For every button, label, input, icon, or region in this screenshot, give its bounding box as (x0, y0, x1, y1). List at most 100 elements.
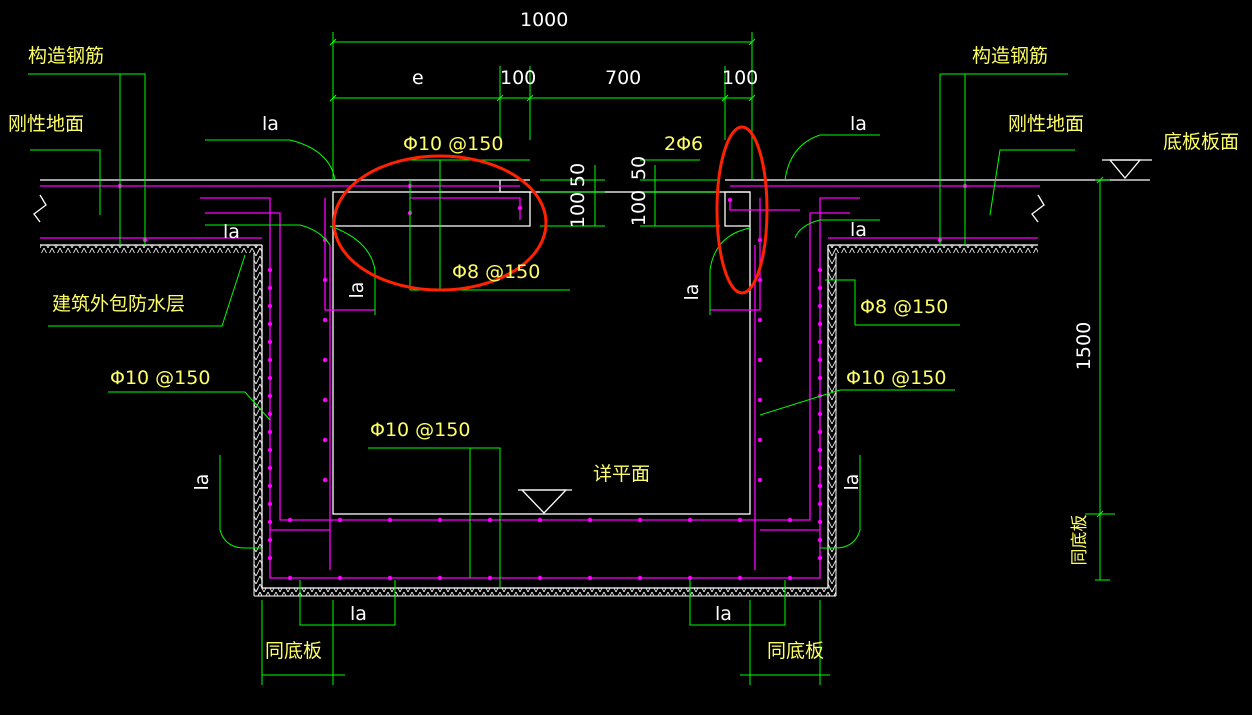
rebar-dots (117, 183, 968, 581)
rebar-dot (537, 517, 543, 523)
rebar-dot (267, 429, 273, 435)
rebar-dot (637, 575, 643, 581)
rebar-dot (267, 483, 273, 489)
rebar-dot (537, 575, 543, 581)
rebar-dot (817, 429, 823, 435)
rebar-dot (687, 517, 693, 523)
dim-left-100: 100 (567, 192, 589, 228)
waterproof-layer (40, 245, 1038, 597)
rebar-dot (757, 397, 763, 403)
rebar-dot (737, 575, 743, 581)
rebar-dot (687, 575, 693, 581)
rebar-dot (487, 517, 493, 523)
rebar-dot (817, 303, 823, 309)
dim-seg-100-right: 100 (722, 67, 758, 89)
rebar-dot (817, 339, 823, 345)
la-label: la (681, 284, 703, 301)
highlight-right (715, 125, 769, 295)
rebar-dot (817, 285, 823, 291)
label-same-slab-side: 同底板 (1070, 515, 1090, 566)
rebar-top-left: Φ10 @150 (403, 133, 503, 155)
rebar-dot (817, 501, 823, 507)
rebar-dot (757, 437, 763, 443)
highlight-left (332, 154, 548, 292)
rebar-right-wall: Φ10 @150 (846, 367, 946, 389)
dim-depth: 1500 (1073, 322, 1095, 370)
la-label: la (850, 219, 867, 241)
dim-seg-100-left: 100 (500, 67, 536, 89)
structure-outline (33, 159, 1152, 589)
rebar-dot (267, 285, 273, 291)
rebar-dot (817, 465, 823, 471)
label-rigid-ground-left: 刚性地面 (8, 113, 84, 135)
label-waterproof: 建筑外包防水层 (52, 293, 185, 315)
rebar-dot (817, 519, 823, 525)
label-slab-top: 底板板面 (1163, 131, 1239, 153)
rebar-dot (267, 465, 273, 471)
rebar-dot (267, 339, 273, 345)
label-plan-detail: 详平面 (593, 463, 650, 485)
rebar-dot (287, 517, 293, 523)
la-label: la (841, 474, 863, 491)
rebar-dot (817, 357, 823, 363)
rebar-dot (322, 317, 328, 323)
rebar-left-wall: Φ10 @150 (110, 367, 210, 389)
rebar-dot (817, 321, 823, 327)
label-structural-bars-right: 构造钢筋 (972, 45, 1048, 67)
rebar-dot (267, 375, 273, 381)
rebar-dot (387, 575, 393, 581)
rebar-dot (757, 357, 763, 363)
rebar-lines (40, 185, 1040, 579)
rebar-dot (737, 517, 743, 523)
rebar-dot (757, 237, 763, 243)
rebar-dot (267, 519, 273, 525)
la-label: la (346, 282, 368, 299)
rebar-dot (727, 197, 733, 203)
rebar-dot (287, 575, 293, 581)
rebar-dot (787, 517, 793, 523)
rebar-dot (757, 317, 763, 323)
rebar-dot (267, 447, 273, 453)
rebar-dot (487, 575, 493, 581)
rebar-dot (267, 393, 273, 399)
rebar-dot (817, 483, 823, 489)
label-rigid-ground-right: 刚性地面 (1008, 113, 1084, 135)
rebar-dot (787, 575, 793, 581)
la-label: la (715, 603, 732, 625)
rebar-dot (267, 501, 273, 507)
dim-overall-width: 1000 (520, 9, 568, 31)
rebar-dot (757, 277, 763, 283)
rebar-bottom: Φ10 @150 (370, 419, 470, 441)
rebar-right-upper: Φ8 @150 (860, 296, 948, 318)
rebar-dot (437, 517, 443, 523)
rebar-dot (437, 575, 443, 581)
rebar-dot (817, 267, 823, 273)
la-label: la (850, 113, 867, 135)
rebar-dot (817, 411, 823, 417)
rebar-dot (817, 555, 823, 561)
dim-seg-700: 700 (605, 67, 641, 89)
la-label: la (350, 603, 367, 625)
la-label: la (262, 113, 279, 135)
rebar-mid-left: Φ8 @150 (452, 261, 540, 283)
rebar-dot (517, 205, 523, 211)
rebar-dot (817, 447, 823, 453)
rebar-dot (757, 477, 763, 483)
dim-right-100: 100 (628, 190, 650, 226)
rebar-dot (267, 267, 273, 273)
rebar-dot (267, 555, 273, 561)
rebar-dot (322, 277, 328, 283)
rebar-dot (267, 537, 273, 543)
label-structural-bars-left: 构造钢筋 (28, 45, 104, 67)
la-label: la (191, 474, 213, 491)
rebar-dot (637, 517, 643, 523)
dim-right-50: 50 (628, 156, 650, 180)
dimension-lines (28, 32, 1115, 685)
rebar-dot (267, 321, 273, 327)
label-same-slab-bottom-right: 同底板 (767, 640, 824, 662)
label-same-slab-bottom-left: 同底板 (265, 640, 322, 662)
rebar-dot (267, 357, 273, 363)
rebar-dot (387, 517, 393, 523)
rebar-dot (322, 397, 328, 403)
